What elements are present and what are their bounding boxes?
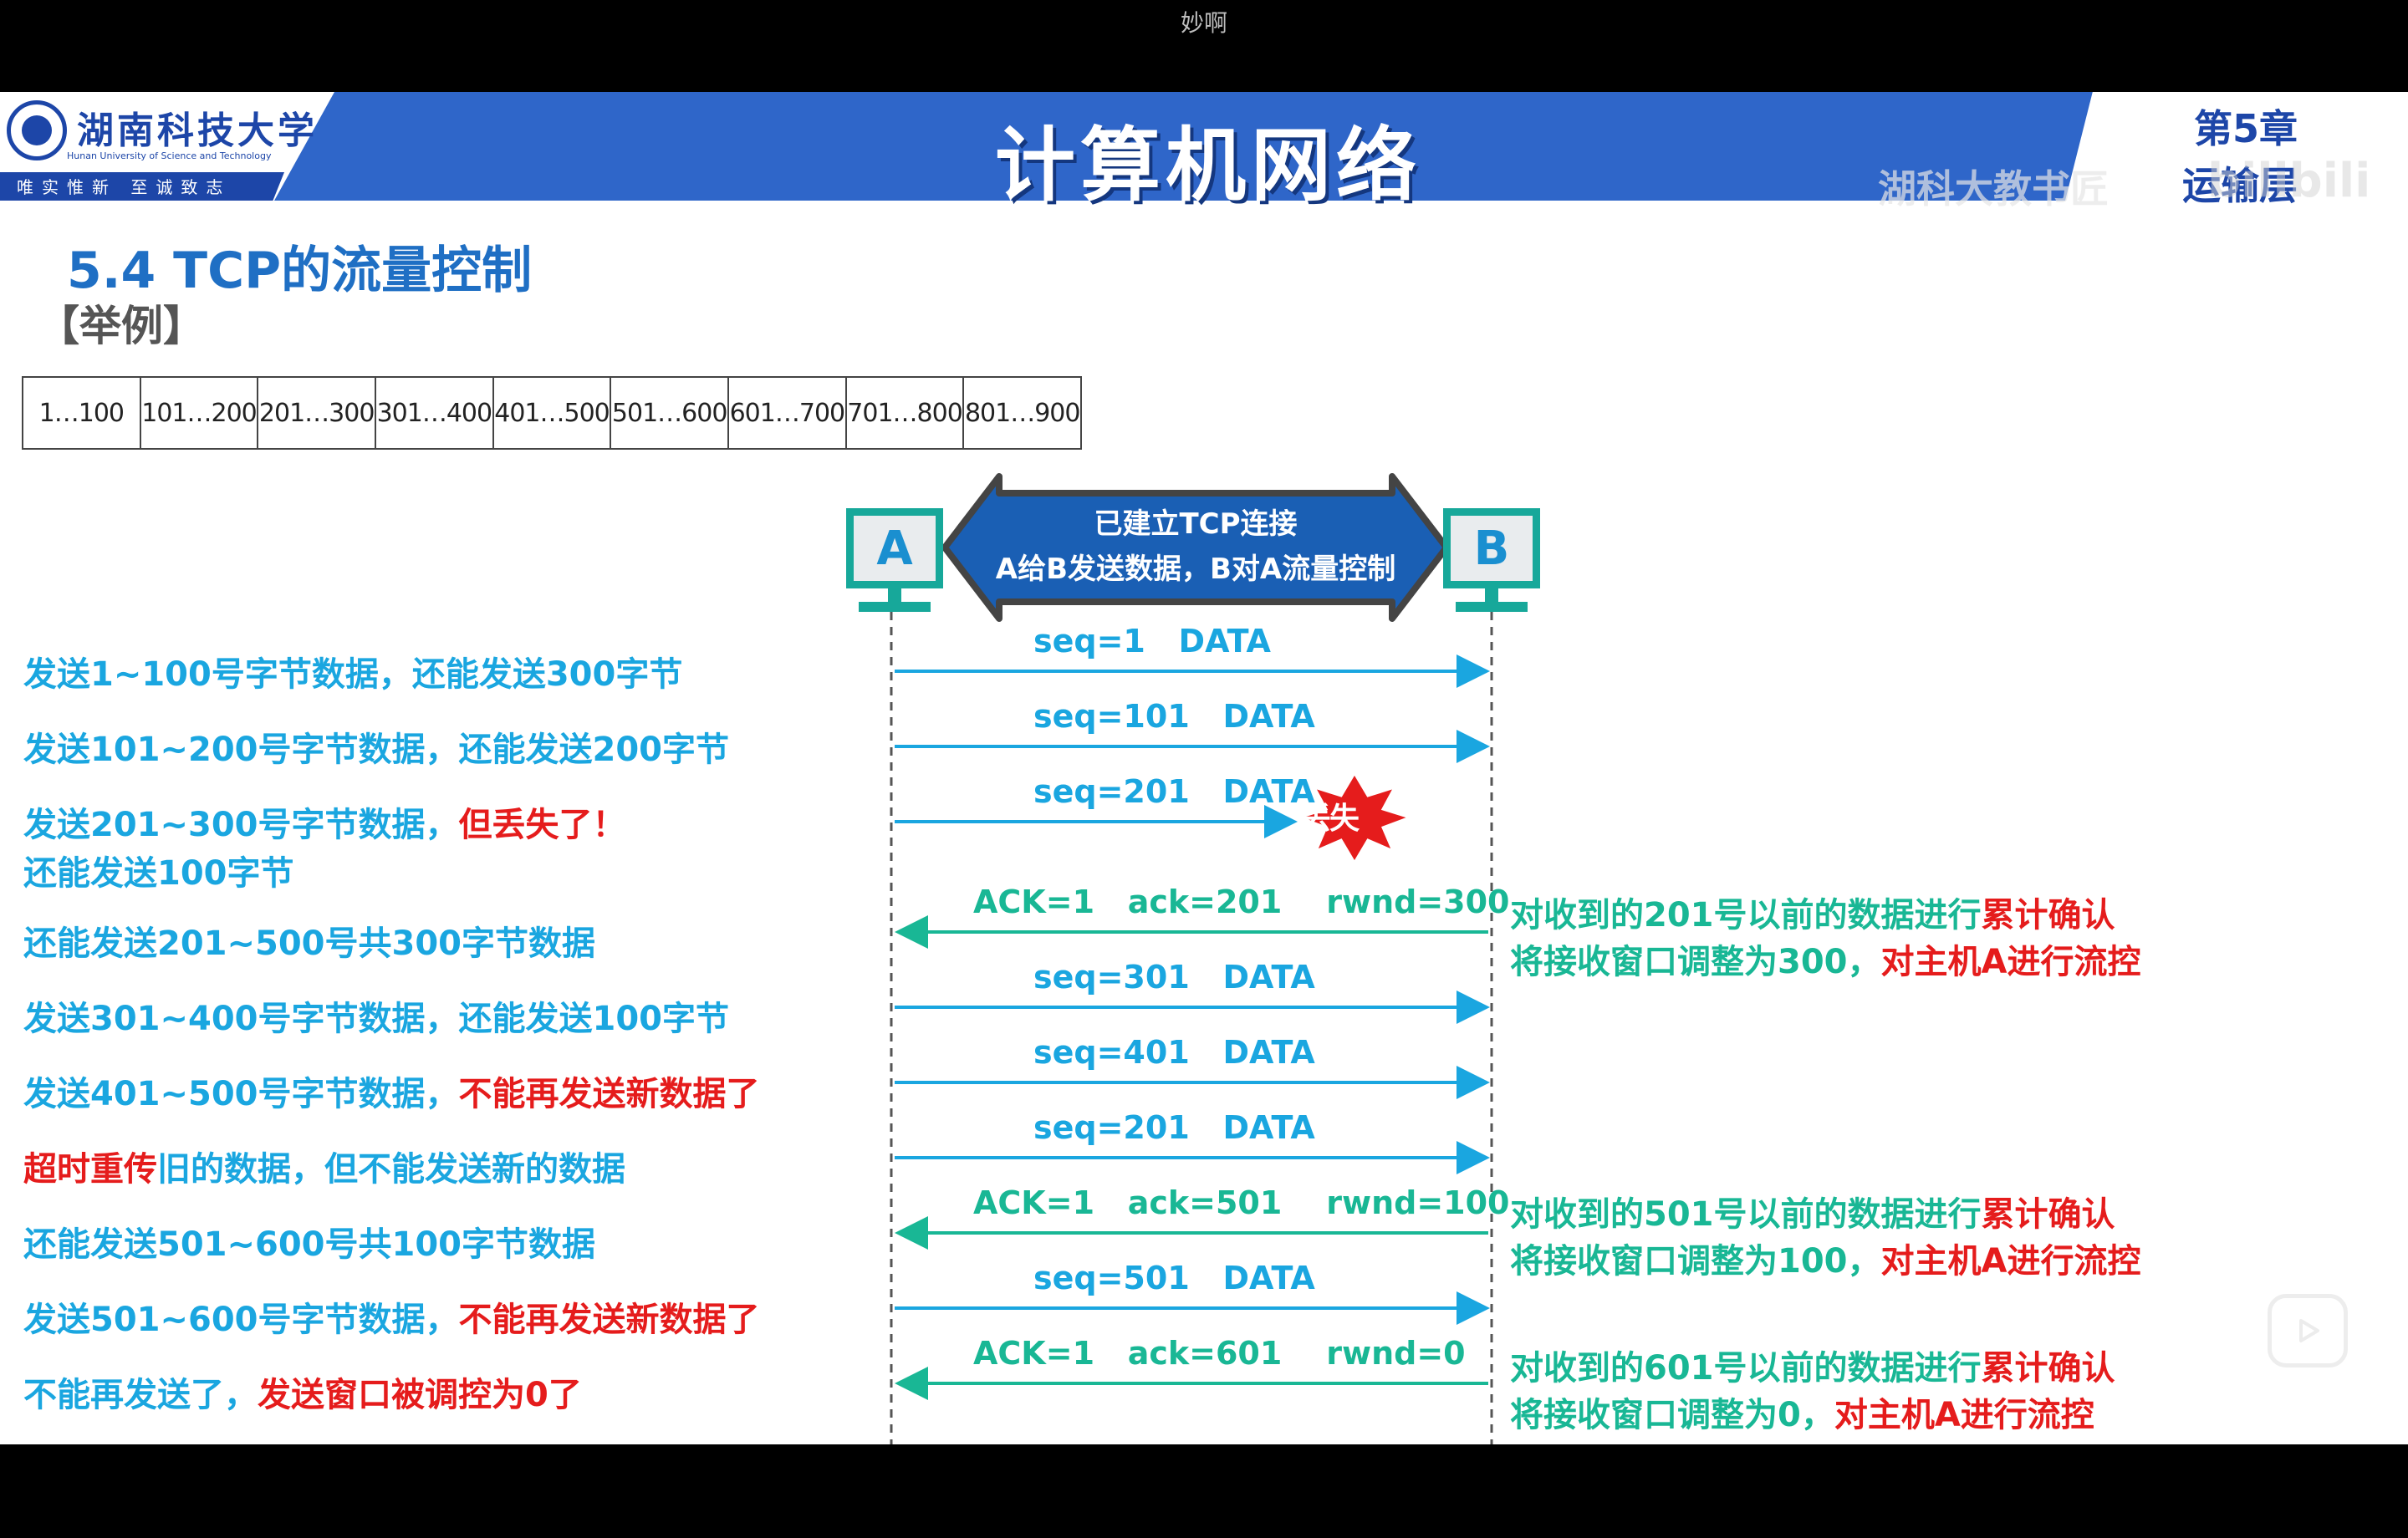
chapter-number: 第5章 [2194,106,2298,151]
byte-range-table: 1…100 101…200 201…300 301…400 401…500 50… [22,376,1082,450]
banner-chapter-area [2065,92,2408,201]
connection-line-2: A给B发送数据，B对A流量控制 [995,553,1396,586]
bilibili-watermark: bilibili [2207,154,2371,208]
host-a-icon: A [846,508,943,612]
lost-burst-icon [1295,771,1414,865]
message-label: seq=301 DATA [1033,959,1315,996]
message-label: ACK=1 ack=501 rwnd=100 [973,1184,1510,1221]
message-label: seq=201 DATA [1033,1109,1315,1146]
message-label: ACK=1 ack=201 rwnd=300 [973,884,1510,920]
byte-range-cell: 101…200 [141,378,259,448]
left-note: 发送401~500号字节数据，不能再发送新数据了 [23,1075,760,1113]
banner [0,92,2408,201]
course-title: 计算机网络 [995,119,1421,212]
host-b-label: B [1451,516,1533,581]
byte-range-cell: 1…100 [23,378,141,448]
chapter-name: 运输层 [2182,163,2298,208]
channel-mark: 湖科大教书匠 [1878,166,2109,211]
university-name-en: Hunan University of Science and Technolo… [67,150,272,161]
left-note: 发送201~300号字节数据，但丢失了！ [23,806,626,844]
play-triangle [2299,1319,2319,1342]
section-title: 5.4 TCP的流量控制 [67,242,533,300]
banner-motto-stripe [0,172,284,201]
example-label: 【举例】 [38,302,205,350]
left-note: 发送501~600号字节数据，不能再发送新数据了 [23,1301,760,1339]
byte-range-cell: 401…500 [494,378,612,448]
message-label: seq=401 DATA [1033,1034,1315,1071]
left-note: 不能再发送了，发送窗口被调控为0了 [23,1376,582,1414]
message-label: seq=501 DATA [1033,1260,1315,1296]
slide: 湖南科技大学 Hunan University of Science and T… [0,92,2408,1444]
message-label: seq=201 DATA [1033,773,1315,810]
right-note: 将接收窗口调整为300，对主机A进行流控 [1510,943,2141,981]
byte-range-cell: 601…700 [729,378,847,448]
left-note: 发送101~200号字节数据，还能发送200字节 [23,731,730,769]
connection-line-1: 已建立TCP连接 [1094,507,1298,541]
university-name: 湖南科技大学 [77,109,318,152]
right-note: 对收到的201号以前的数据进行累计确认 [1510,896,2115,935]
lost-label: 丢失 [1301,802,1360,836]
host-a-label: A [854,516,936,581]
left-note: 还能发送100字节 [23,854,294,893]
byte-range-cell: 801…900 [964,398,1081,428]
byte-range-cell: 501…600 [611,378,730,448]
play-icon[interactable] [2268,1294,2348,1367]
message-label: seq=101 DATA [1033,698,1315,735]
right-note: 对收到的601号以前的数据进行累计确认 [1510,1349,2115,1388]
byte-range-cell: 201…300 [258,378,377,448]
host-b-icon: B [1443,508,1540,612]
left-note: 发送1~100号字节数据，还能发送300字节 [23,655,683,694]
connection-label: 已建立TCP连接 A给B发送数据，B对A流量控制 [945,502,1446,592]
byte-range-cell: 301…400 [376,378,494,448]
left-note: 还能发送201~500号共300字节数据 [23,924,596,963]
right-note: 将接收窗口调整为0，对主机A进行流控 [1510,1396,2094,1434]
university-motto: 唯实惟新 至诚致志 [17,177,232,197]
left-note: 超时重传旧的数据，但不能发送新的数据 [23,1150,625,1189]
left-note: 发送301~400号字节数据，还能发送100字节 [23,1000,730,1038]
message-label: seq=1 DATA [1033,623,1271,660]
message-label: ACK=1 ack=601 rwnd=0 [973,1335,1466,1372]
byte-range-cell: 701…800 [847,378,965,448]
video-title: 妙啊 [1180,9,1227,37]
video-bottom-bar [0,1444,2408,1538]
left-note: 还能发送501~600号共100字节数据 [23,1225,596,1264]
right-note: 对收到的501号以前的数据进行累计确认 [1510,1195,2115,1234]
video-top-bar [0,0,2408,92]
right-note: 将接收窗口调整为100，对主机A进行流控 [1510,1242,2141,1281]
university-seal-center [22,115,52,145]
